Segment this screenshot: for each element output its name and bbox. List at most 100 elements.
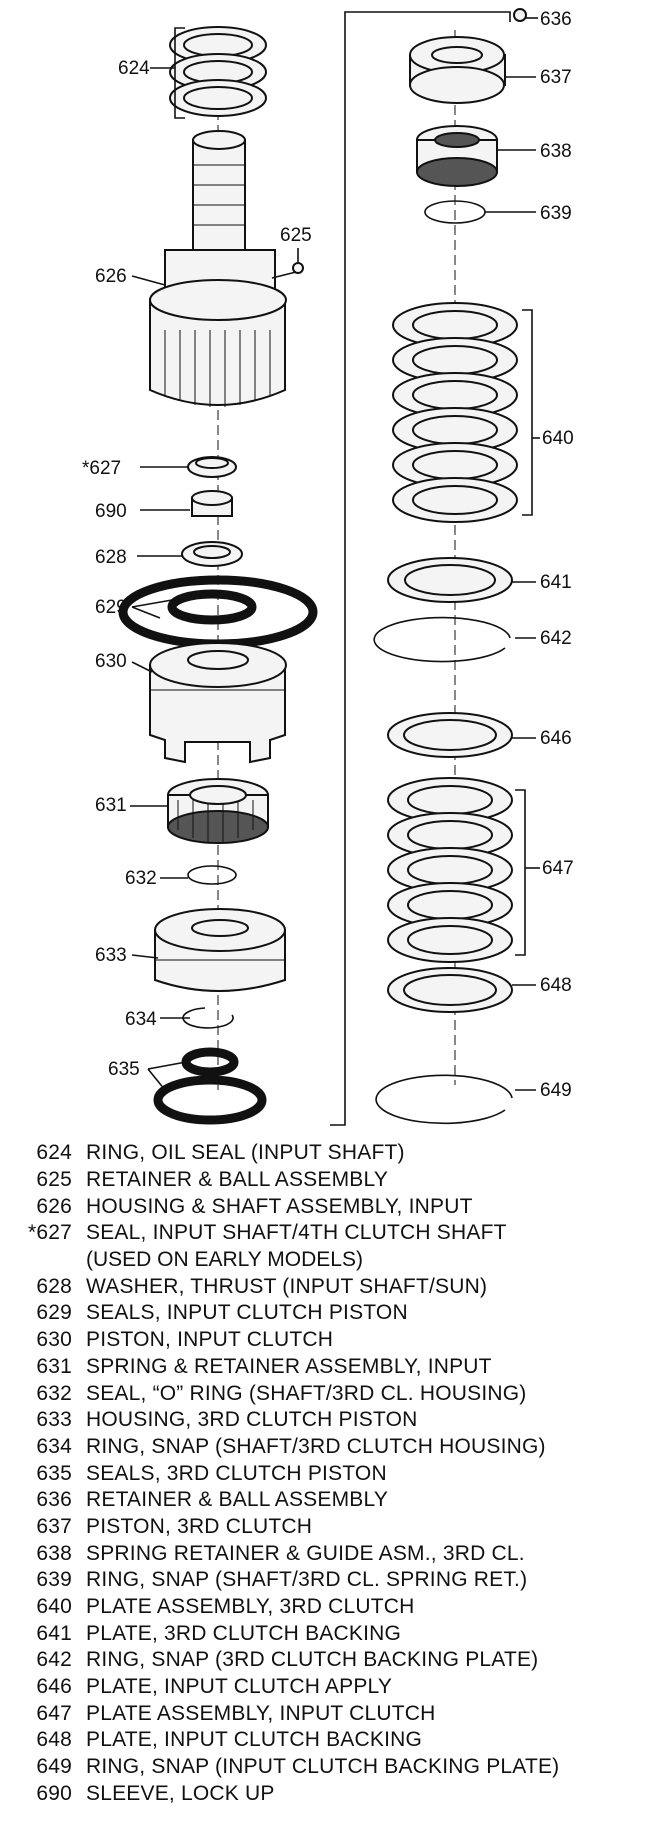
legend-part-description: RETAINER & BALL ASSEMBLY xyxy=(86,1168,389,1192)
legend-part-number: 634 xyxy=(36,1434,72,1458)
callout-648: 648 xyxy=(540,975,572,996)
part-647-plate-assembly xyxy=(387,777,513,963)
callout-647: 647 xyxy=(542,858,574,879)
callout-690: 690 xyxy=(95,501,127,522)
callout-624: 624 xyxy=(118,58,150,79)
callout-625: 625 xyxy=(280,225,312,246)
legend-part-description: RING, SNAP (SHAFT/3RD CL. SPRING RET.) xyxy=(86,1568,528,1592)
legend-part-number: 626 xyxy=(36,1194,72,1218)
bracket-647 xyxy=(515,789,526,956)
legend-part-description: SPRING & RETAINER ASSEMBLY, INPUT xyxy=(86,1354,492,1378)
callout-626: 626 xyxy=(95,266,127,287)
legend-part-description: HOUSING & SHAFT ASSEMBLY, INPUT xyxy=(86,1194,473,1218)
callout-649: 649 xyxy=(540,1080,572,1101)
legend-row: 626 HOUSING & SHAFT ASSEMBLY, INPUT xyxy=(0,1193,672,1220)
callout-633: 633 xyxy=(95,945,127,966)
legend-row: *627 SEAL, INPUT SHAFT/4TH CLUTCH SHAFT xyxy=(0,1220,672,1247)
legend-part-description: PLATE, INPUT CLUTCH BACKING xyxy=(86,1728,423,1752)
part-630-piston xyxy=(149,642,287,764)
legend-part-description: PLATE ASSEMBLY, 3RD CLUTCH xyxy=(86,1595,415,1619)
legend-row: 641 PLATE, 3RD CLUTCH BACKING xyxy=(0,1620,672,1647)
legend-part-number: 635 xyxy=(36,1461,72,1485)
part-690-sleeve xyxy=(191,490,233,517)
legend-part-number: 629 xyxy=(36,1301,72,1325)
legend-part-number: 637 xyxy=(36,1514,72,1538)
exploded-view-diagram: 624 626 625 *627 690 xyxy=(82,8,574,1126)
part-646-apply-plate xyxy=(387,712,513,758)
legend-part-number: 630 xyxy=(36,1328,72,1352)
legend-row: 639 RING, SNAP (SHAFT/3RD CL. SPRING RET.… xyxy=(0,1567,672,1594)
legend-row: 636 RETAINER & BALL ASSEMBLY xyxy=(0,1487,672,1514)
legend-row: 637 PISTON, 3RD CLUTCH xyxy=(0,1514,672,1541)
legend-description-continued: (USED ON EARLY MODELS) xyxy=(86,1248,363,1272)
part-648-backing-plate xyxy=(387,967,513,1013)
legend-part-number: 642 xyxy=(36,1648,72,1672)
part-640-plate-assembly xyxy=(392,302,518,523)
callout-636: 636 xyxy=(540,9,572,30)
legend-part-number: 638 xyxy=(36,1541,72,1565)
legend-part-description: WASHER, THRUST (INPUT SHAFT/SUN) xyxy=(86,1274,488,1298)
callout-642: 642 xyxy=(540,628,572,649)
legend-part-number: 624 xyxy=(36,1141,72,1165)
callout-639: 639 xyxy=(540,203,572,224)
part-641-backing-plate xyxy=(387,557,513,603)
legend-part-description: SEAL, INPUT SHAFT/4TH CLUTCH SHAFT xyxy=(86,1221,507,1245)
legend-part-description: RING, SNAP (3RD CLUTCH BACKING PLATE) xyxy=(86,1648,539,1672)
legend-part-description: PLATE, 3RD CLUTCH BACKING xyxy=(86,1621,402,1645)
part-642-snap-ring xyxy=(373,616,511,663)
part-628-thrust-washer xyxy=(181,541,243,567)
part-634-snap-ring xyxy=(182,1007,234,1029)
legend-row: 648 PLATE, INPUT CLUTCH BACKING xyxy=(0,1727,672,1754)
part-625-retainer-ball xyxy=(292,262,304,274)
part-633-housing xyxy=(154,908,286,992)
callout-640: 640 xyxy=(542,428,574,449)
legend-part-number: 639 xyxy=(36,1568,72,1592)
legend-part-number: 633 xyxy=(36,1408,72,1432)
legend-part-description: RETAINER & BALL ASSEMBLY xyxy=(86,1488,389,1512)
legend-part-description: SEALS, 3RD CLUTCH PISTON xyxy=(86,1461,387,1485)
legend-part-number: 632 xyxy=(36,1381,72,1405)
legend-row: 632 SEAL, “O” RING (SHAFT/3RD CL. HOUSING… xyxy=(0,1380,672,1407)
legend-part-number: 625 xyxy=(36,1168,72,1192)
legend-part-description: PISTON, 3RD CLUTCH xyxy=(86,1514,313,1538)
part-638-spring-retainer xyxy=(416,125,498,187)
legend-part-number: *627 xyxy=(27,1221,72,1245)
legend-part-number: 648 xyxy=(36,1728,72,1752)
legend-row: 625 RETAINER & BALL ASSEMBLY xyxy=(0,1167,672,1194)
callout-627: *627 xyxy=(82,458,121,479)
callout-646: 646 xyxy=(540,728,572,749)
bracket-624 xyxy=(174,27,185,119)
legend-row: 635 SEALS, 3RD CLUTCH PISTON xyxy=(0,1460,672,1487)
callout-632: 632 xyxy=(125,868,157,889)
callout-629: 629 xyxy=(95,597,127,618)
part-626-housing-shaft xyxy=(149,130,287,407)
callout-641: 641 xyxy=(540,572,572,593)
legend-part-description: SEAL, “O” RING (SHAFT/3RD CL. HOUSING) xyxy=(86,1381,527,1405)
legend-part-number: 636 xyxy=(36,1488,72,1512)
part-632-o-ring xyxy=(187,865,237,885)
part-636-retainer-ball xyxy=(513,8,527,22)
legend-row: 633 HOUSING, 3RD CLUTCH PISTON xyxy=(0,1407,672,1434)
callout-631: 631 xyxy=(95,795,127,816)
legend-part-number: 647 xyxy=(36,1701,72,1725)
part-631-spring-retainer xyxy=(167,778,269,844)
callout-637: 637 xyxy=(540,67,572,88)
legend-part-description: HOUSING, 3RD CLUTCH PISTON xyxy=(86,1408,418,1432)
callout-634: 634 xyxy=(125,1009,157,1030)
column-connector-line xyxy=(330,11,511,1126)
legend-row: 642 RING, SNAP (3RD CLUTCH BACKING PLATE) xyxy=(0,1647,672,1674)
legend-part-description: RING, SNAP (INPUT CLUTCH BACKING PLATE) xyxy=(86,1755,560,1779)
legend-part-number: 641 xyxy=(36,1621,72,1645)
